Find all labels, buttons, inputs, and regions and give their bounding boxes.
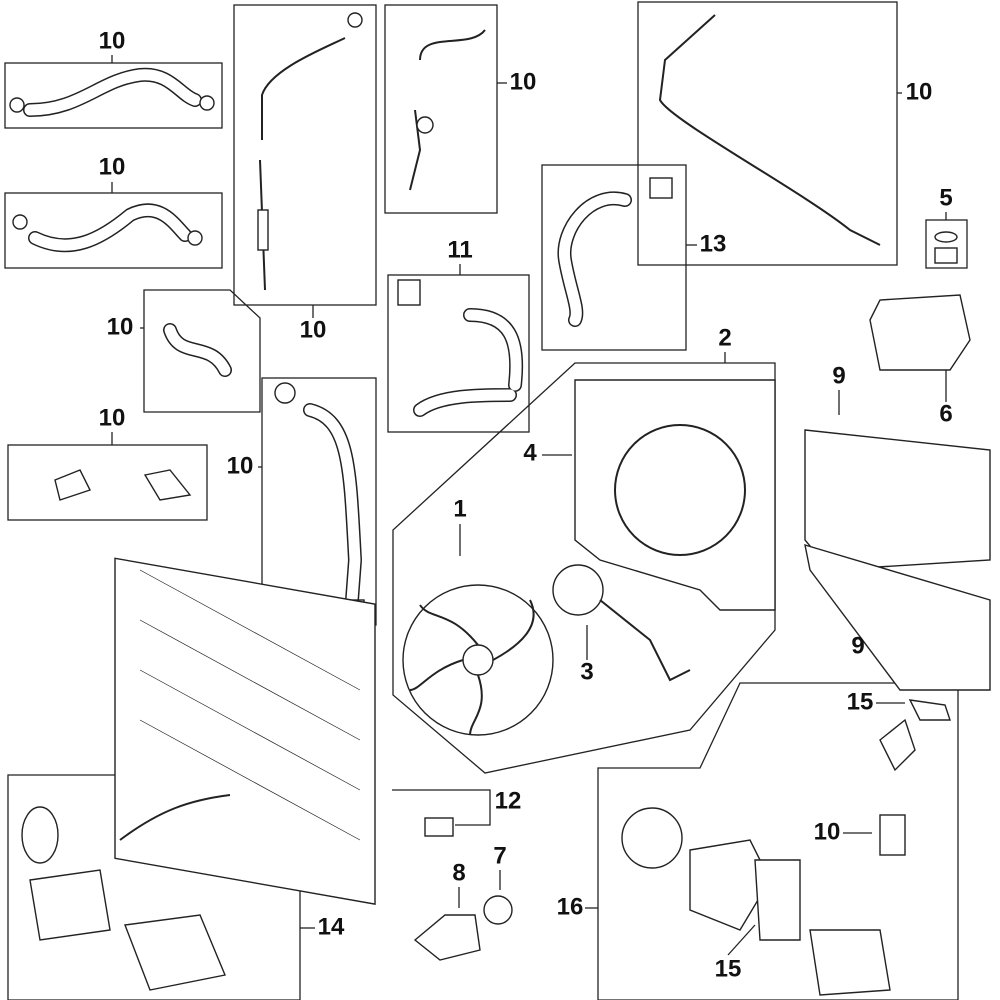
leader-lines: [111, 55, 947, 956]
callout-10: 10: [227, 452, 254, 479]
callout-2: 2: [718, 324, 731, 351]
callout-7: 7: [493, 842, 506, 869]
callout-10: 10: [510, 68, 537, 95]
callout-16: 16: [557, 893, 584, 920]
callout-8: 8: [452, 859, 465, 886]
box-hose-c: [233, 4, 377, 306]
callout-14: 14: [318, 913, 345, 940]
callout-12: 12: [495, 787, 522, 814]
callout-6: 6: [939, 400, 952, 427]
callout-15: 15: [715, 955, 742, 982]
callout-10: 10: [107, 313, 134, 340]
callout-10: 10: [99, 153, 126, 180]
callout-10: 10: [99, 27, 126, 54]
part-drawings: [9, 12, 991, 996]
box-hose-g: [7, 444, 208, 521]
callout-9: 9: [832, 362, 845, 389]
callout-4: 4: [523, 439, 537, 466]
box-hose-13: [541, 164, 687, 351]
callout-1: 1: [453, 495, 466, 522]
radiator-fins: [139, 569, 361, 841]
box-hose-a: [4, 62, 223, 129]
box-tube-e: [637, 1, 898, 266]
box-hose-11: [387, 274, 530, 433]
box-hose-b: [4, 192, 223, 269]
callout-10: 10: [906, 78, 933, 105]
callout-5: 5: [939, 184, 952, 211]
callout-10: 10: [99, 404, 126, 431]
callout-9: 9: [851, 632, 864, 659]
callout-15: 15: [847, 688, 874, 715]
callout-3: 3: [580, 658, 593, 685]
box-hose-f: [143, 289, 261, 413]
callout-labels: 10 10 10 10 10 5 13 11 10 10 10 2 4 1 3 …: [99, 27, 953, 982]
box-hose-d: [384, 4, 498, 214]
callout-13: 13: [700, 230, 727, 257]
callout-10: 10: [814, 818, 841, 845]
callout-10: 10: [300, 316, 327, 343]
callout-11: 11: [447, 236, 472, 263]
